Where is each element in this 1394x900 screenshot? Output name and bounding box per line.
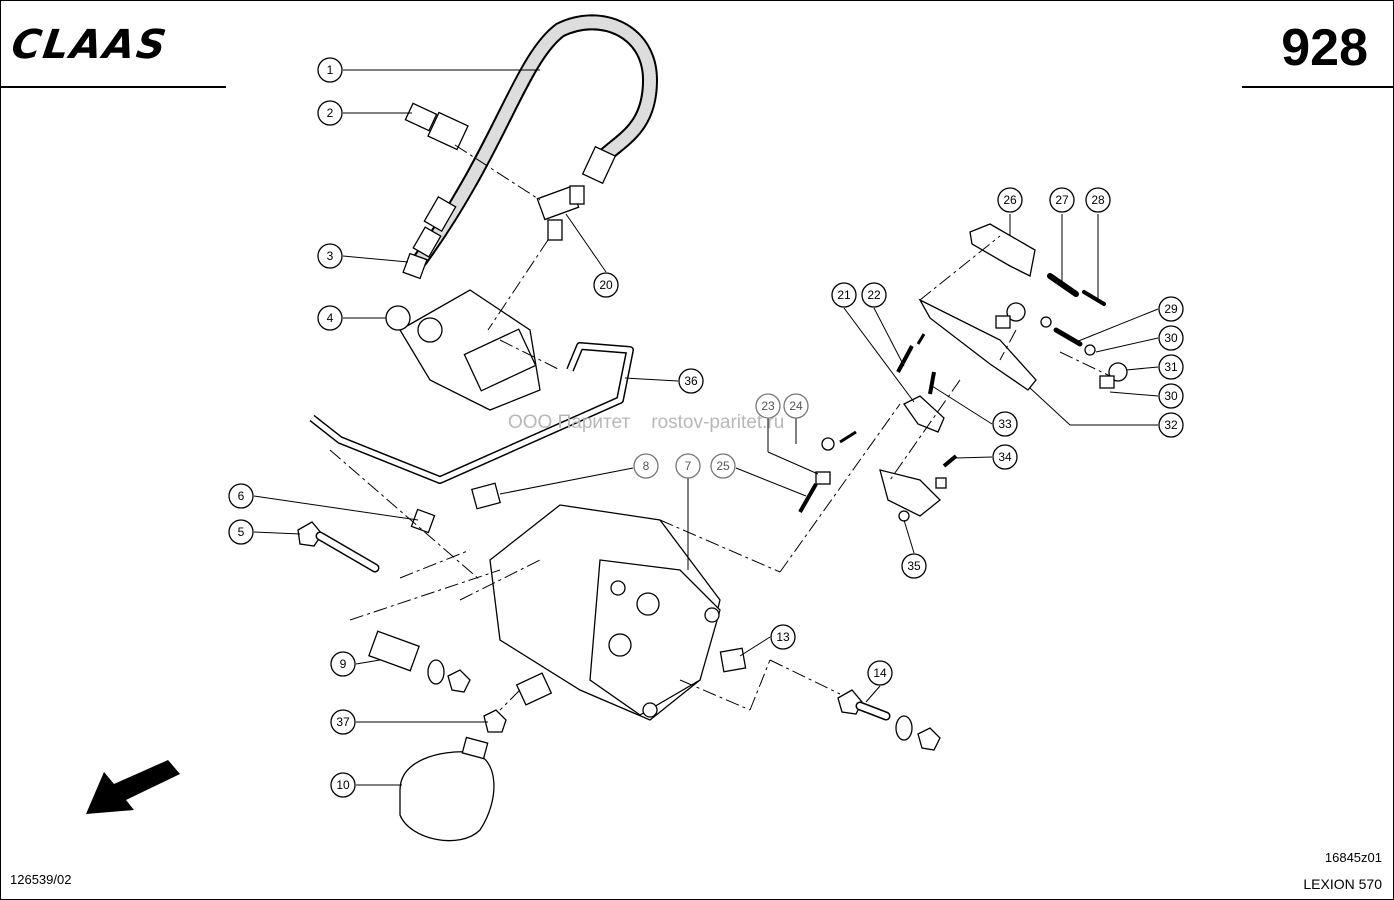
- svg-text:9: 9: [340, 657, 347, 671]
- valve-block: [385, 289, 541, 411]
- bracket-26: [969, 223, 1036, 277]
- svg-text:25: 25: [716, 459, 730, 473]
- svg-text:35: 35: [907, 559, 921, 573]
- svg-text:36: 36: [684, 374, 698, 388]
- svg-text:23: 23: [761, 399, 775, 413]
- pins-27-28: [1047, 273, 1106, 306]
- callout-25: 25: [710, 453, 736, 479]
- callout-6: 6: [228, 483, 254, 509]
- callout-35: 35: [901, 553, 927, 579]
- callout-14: 14: [867, 660, 893, 686]
- svg-text:20: 20: [599, 278, 613, 292]
- direction-arrow-icon: [86, 760, 180, 814]
- svg-text:30: 30: [1164, 331, 1178, 345]
- callout-20: 20: [593, 272, 619, 298]
- callout-29: 29: [1158, 296, 1184, 322]
- fitting-13: [719, 647, 747, 673]
- callout-10: 10: [330, 772, 356, 798]
- nut-37: [483, 709, 507, 733]
- callout-8: 8: [633, 453, 659, 479]
- bolt-5: [297, 521, 380, 573]
- pipe-36: [309, 342, 634, 484]
- clips-22-25: [798, 333, 936, 513]
- svg-text:24: 24: [789, 399, 803, 413]
- assembly-lines: [329, 144, 1111, 711]
- callout-36: 36: [678, 368, 704, 394]
- svg-text:26: 26: [1003, 193, 1017, 207]
- svg-text:29: 29: [1164, 302, 1178, 316]
- adapter-3: [402, 252, 428, 280]
- svg-text:33: 33: [998, 417, 1012, 431]
- callout-31: 31: [1158, 354, 1184, 380]
- svg-text:1: 1: [327, 63, 334, 77]
- svg-text:28: 28: [1091, 193, 1105, 207]
- hose-assembly: [412, 14, 659, 268]
- document-number: 126539/02: [10, 872, 72, 887]
- plug-8: [471, 482, 501, 510]
- svg-text:37: 37: [336, 715, 350, 729]
- callout-3: 3: [317, 243, 343, 269]
- callout-22: 22: [861, 282, 887, 308]
- model-name: LEXION 570: [1303, 876, 1382, 892]
- sleeve-9: [368, 630, 471, 693]
- callout-26: 26: [997, 187, 1023, 213]
- svg-text:34: 34: [998, 450, 1012, 464]
- callout-34: 34: [992, 444, 1018, 470]
- pump-body: [489, 504, 721, 721]
- page-number: 928: [1281, 19, 1368, 77]
- ball-joints-29-31: [995, 302, 1128, 389]
- bolt-14: [837, 689, 941, 751]
- callout-33: 33: [992, 411, 1018, 437]
- callout-32: 32: [1158, 412, 1184, 438]
- callout-24: 24: [783, 393, 809, 419]
- callout-7: 7: [675, 453, 701, 479]
- callout-30-upper: 30: [1158, 325, 1184, 351]
- svg-text:2: 2: [327, 106, 334, 120]
- bracket-35: [879, 454, 958, 522]
- callout-28: 28: [1085, 187, 1111, 213]
- callout-9: 9: [330, 651, 356, 677]
- brand-underline: [0, 86, 226, 88]
- svg-text:3: 3: [327, 249, 334, 263]
- callout-5: 5: [228, 519, 254, 545]
- callout-30-lower: 30: [1158, 383, 1184, 409]
- pressure-switch: [404, 102, 469, 151]
- svg-text:4: 4: [327, 311, 334, 325]
- svg-text:30: 30: [1164, 389, 1178, 403]
- svg-text:31: 31: [1164, 360, 1178, 374]
- svg-text:6: 6: [238, 489, 245, 503]
- drawing-code: 16845z01: [1324, 850, 1382, 865]
- leader-lines: [253, 69, 1159, 786]
- callout-23: 23: [755, 393, 781, 419]
- svg-text:22: 22: [867, 288, 881, 302]
- callout-1: 1: [317, 57, 343, 83]
- callout-27: 27: [1049, 187, 1075, 213]
- watermark: ООО Паритет rostov-paritet.ru: [508, 412, 785, 433]
- svg-text:10: 10: [336, 778, 350, 792]
- page-number-underline: [1242, 86, 1394, 88]
- accumulator-10: [399, 736, 495, 842]
- svg-text:13: 13: [776, 630, 790, 644]
- callout-37: 37: [330, 709, 356, 735]
- callout-2: 2: [317, 100, 343, 126]
- svg-text:7: 7: [685, 459, 692, 473]
- svg-text:21: 21: [837, 288, 851, 302]
- svg-text:27: 27: [1055, 193, 1069, 207]
- callout-4: 4: [317, 305, 343, 331]
- fitting-6: [410, 508, 436, 534]
- lever-32: [903, 298, 1037, 433]
- svg-text:32: 32: [1164, 418, 1178, 432]
- callout-21: 21: [831, 282, 857, 308]
- svg-text:5: 5: [238, 525, 245, 539]
- tee-fitting: [536, 185, 585, 241]
- svg-text:8: 8: [643, 459, 650, 473]
- svg-text:14: 14: [873, 666, 887, 680]
- callout-13: 13: [770, 624, 796, 650]
